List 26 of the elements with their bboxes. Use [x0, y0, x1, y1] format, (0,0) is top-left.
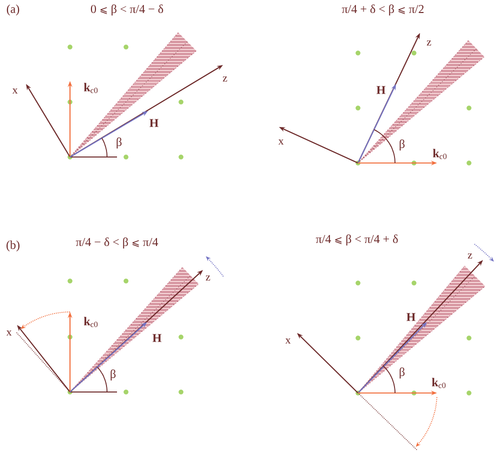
angle-label: β [400, 367, 405, 378]
condition-heading: 0 ⩽ β < π/4 − δ [90, 4, 164, 16]
angle-label: β [116, 138, 122, 148]
axis-label: x [12, 88, 18, 94]
panel-label: (b) [6, 240, 20, 252]
vector-label: k$_{c0}$ [84, 82, 98, 94]
condition-heading: π/4 ⩽ β < π/4 + δ [316, 234, 398, 246]
axis-label: x [278, 139, 284, 145]
axis-label: x [285, 338, 291, 344]
vector-label: H [376, 86, 386, 94]
axis-label: z [426, 40, 432, 46]
vector-label: k$_{c0}$ [84, 316, 98, 328]
vector-label: H [406, 313, 416, 321]
axis-label: z [468, 253, 472, 259]
vector-label: H [152, 334, 162, 342]
vector-label: k$_{c0}$ [432, 378, 446, 388]
axis-label: z [206, 275, 210, 281]
axis-label: x [6, 330, 12, 336]
angle-label: β [400, 140, 405, 150]
axis-label: z [222, 76, 228, 82]
vector-label: H [150, 119, 158, 127]
angle-label: β [110, 369, 116, 380]
vector-label: k$_{c0}$ [432, 148, 447, 160]
panel-label: (a) [6, 4, 20, 16]
condition-heading: π/4 − δ < β ⩽ π/4 [76, 238, 158, 248]
condition-heading: π/4 + δ < β ⩽ π/2 [342, 4, 424, 16]
